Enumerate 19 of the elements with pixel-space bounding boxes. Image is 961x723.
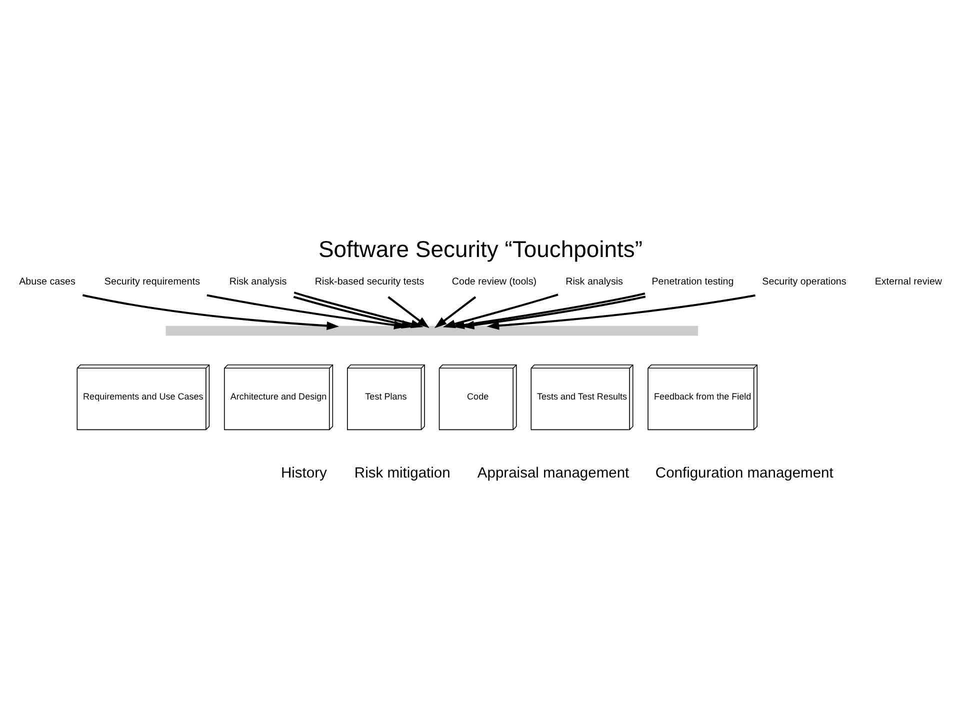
node-text: Code review (tools) xyxy=(452,276,537,288)
label: Appraisal management xyxy=(477,465,630,482)
label: History xyxy=(281,465,327,482)
arrow xyxy=(442,293,558,328)
node-text: Risk analysis xyxy=(566,276,623,288)
label: Risk mitigation xyxy=(354,465,450,482)
node-text: Abuse cases xyxy=(19,276,76,288)
diagram-title: Software Security “Touchpoints” xyxy=(318,235,643,262)
node-bar xyxy=(166,325,698,336)
node-text: Penetration testing xyxy=(652,276,734,288)
arrow xyxy=(82,294,340,330)
arrow xyxy=(486,294,756,330)
arrow xyxy=(434,296,476,328)
node-text: Security operations xyxy=(762,276,846,288)
node-text: Risk analysis xyxy=(229,276,287,288)
label: Configuration management xyxy=(655,465,834,482)
node-text: Security requirements xyxy=(104,276,200,288)
node-text: Risk-based security tests xyxy=(314,276,424,288)
label: External review xyxy=(874,276,942,288)
